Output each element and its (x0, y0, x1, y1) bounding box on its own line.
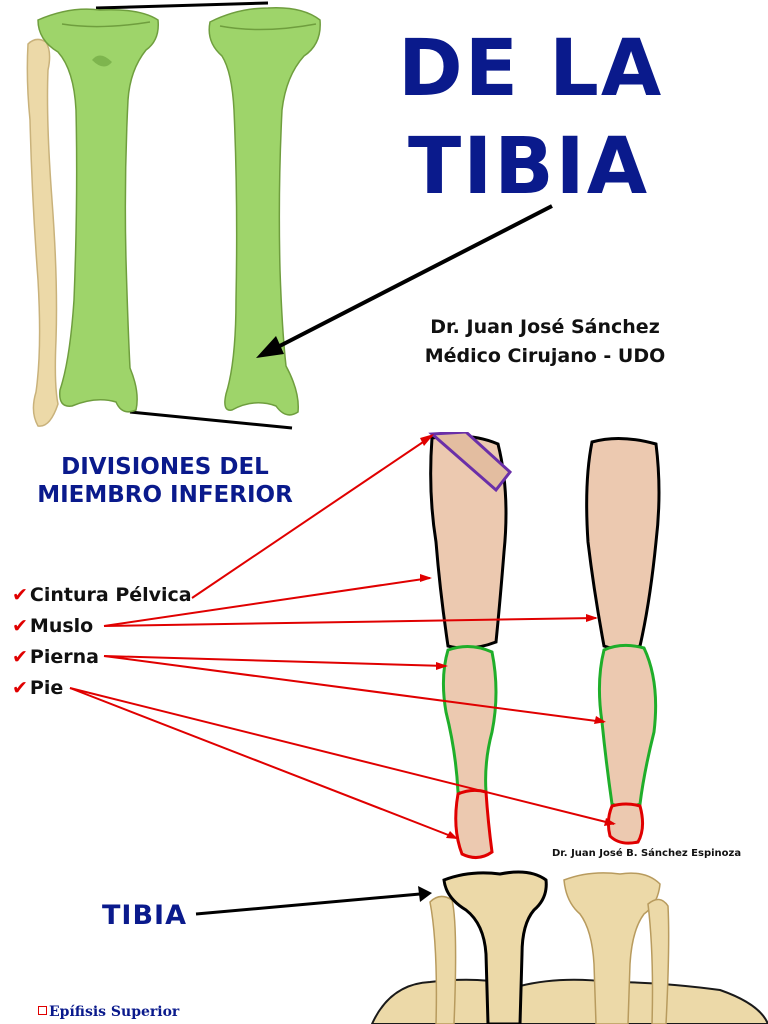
epifisis-label: Epífisis Superior (49, 1004, 180, 1020)
tibia-posterior-view (563, 872, 661, 1024)
image-credit: Dr. Juan José B. Sánchez Espinoza (552, 848, 742, 859)
division-arrow-heads (420, 434, 616, 839)
back-foot (606, 802, 645, 845)
fibula-bone (26, 38, 59, 427)
back-lower-leg (597, 643, 658, 809)
tibia-condyle-ridge-posterior (219, 23, 317, 31)
divisions-title-line-1: DIVISIONES DEL (61, 454, 269, 480)
slide-tibia-epifisis: TIBIA Epífisis Superior (0, 864, 768, 1024)
check-icon: ✔ (12, 615, 28, 637)
lower-limb-illustration (69, 432, 661, 859)
bullet-pierna: ✔Pierna (12, 648, 99, 667)
checkbox-bullet-icon (38, 1006, 47, 1015)
fibula-posterior-view (647, 898, 670, 1024)
bullet-pie: ✔Pie (12, 679, 63, 698)
tibia-pointer-line (195, 892, 421, 916)
pointer-arrow-head (256, 336, 284, 358)
tibia-label: TIBIA (102, 900, 187, 931)
check-icon: ✔ (12, 677, 28, 699)
front-foot (454, 788, 494, 859)
bullet-label: Pierna (29, 646, 99, 668)
bullet-label: Muslo (29, 615, 94, 637)
title-line-1: DE LA (398, 24, 664, 114)
tibia-condyle-ridge (61, 21, 151, 28)
tibia-bones-illustration (26, 1, 553, 430)
tibial-tuberosity (92, 55, 112, 67)
tibia-bone-anterior (37, 8, 159, 413)
front-thigh (429, 434, 508, 650)
front-lower-leg (441, 645, 498, 797)
check-icon: ✔ (12, 646, 28, 668)
bullet-label: Pie (29, 677, 64, 699)
front-pelvis-band (428, 432, 513, 493)
tibia-pointer-head (418, 886, 432, 902)
division-pointer-lines (69, 435, 615, 839)
author-title: Médico Cirujano - UDO (424, 345, 666, 367)
bullet-cintura-pelvica: ✔Cintura Pélvica (12, 586, 192, 605)
top-connector-line (95, 1, 269, 10)
author-name: Dr. Juan José Sánchez (430, 316, 660, 338)
fibula-head (429, 895, 457, 1024)
epifisis-superior-bullet: Epífisis Superior (38, 1004, 179, 1020)
slide-divisiones: DIVISIONES DEL MIEMBRO INFERIOR ✔Cintura… (0, 432, 768, 864)
knee-bones-illustration (195, 870, 768, 1024)
tibia-bone-posterior (208, 7, 321, 416)
bullet-muslo: ✔Muslo (12, 617, 93, 636)
bullet-label: Cintura Pélvica (29, 584, 192, 606)
title-line-2: TIBIA (408, 122, 650, 212)
back-thigh (585, 436, 661, 651)
bottom-connector-line (129, 410, 293, 430)
pointer-arrow-line (267, 204, 553, 354)
femur-condyles (370, 978, 768, 1024)
check-icon: ✔ (12, 584, 28, 606)
divisions-title-line-2: MIEMBRO INFERIOR (37, 482, 293, 508)
slide-tibia-title: DE LA TIBIA Dr. Juan José Sánchez Médico… (0, 0, 768, 432)
tibia-proximal-epiphysis (442, 870, 548, 1024)
